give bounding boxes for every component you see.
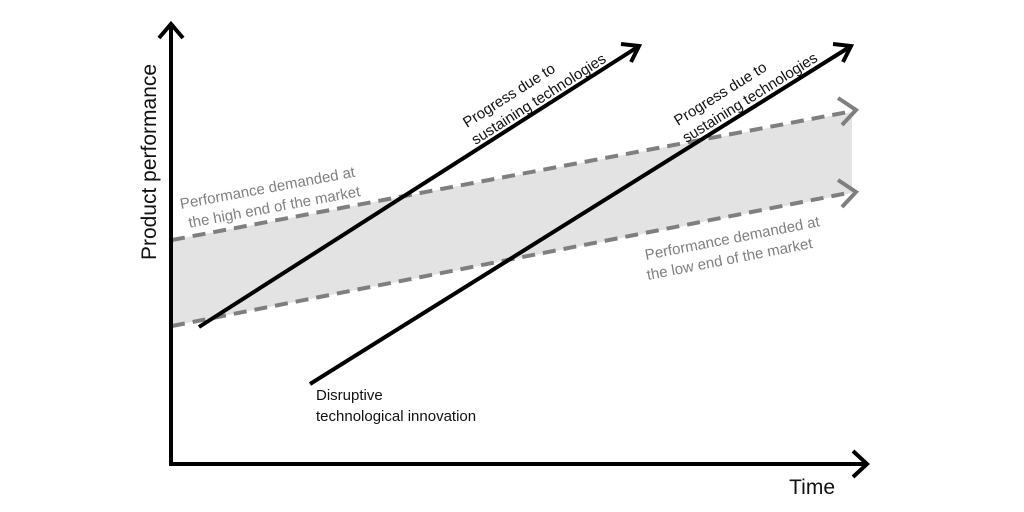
sustaining-progress-line-a [197,46,638,329]
disruptive-progress-arrowhead [832,42,855,63]
sustaining-progress-arrowhead-a [620,42,643,63]
disruptive-label-line1: Disruptive [316,387,383,404]
market-demand-band [172,112,852,326]
disruptive-progress-line [308,46,850,386]
high-end-demand-line [171,110,849,242]
disruptive-label-line2: technological innovation [316,408,476,425]
y-axis-title: Product performance [138,64,161,260]
sustaining-label-a: Progress due to sustaining technologies [460,50,609,148]
x-axis-title: Time [789,476,835,499]
high-end-demand-arrowhead [836,96,860,127]
y-axis-arrowhead [157,20,185,40]
low-end-demand-arrowhead [836,178,860,209]
x-axis-arrowhead [851,449,870,479]
